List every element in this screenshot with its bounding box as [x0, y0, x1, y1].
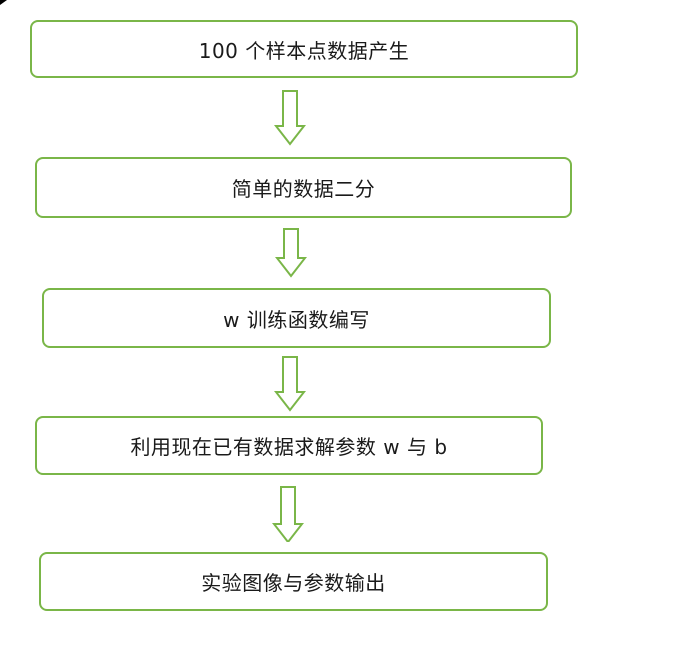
down-arrow-icon — [272, 486, 304, 542]
step-label: 100 个样本点数据产生 — [198, 38, 410, 63]
corner-mark — [0, 0, 7, 5]
step-label: 简单的数据二分 — [231, 177, 376, 201]
step-label: w 训练函数编写 — [223, 307, 370, 332]
down-arrow-icon — [274, 356, 306, 412]
flowchart-step-training-function: w 训练函数编写 — [42, 288, 551, 348]
flowchart-step-binary-split: 简单的数据二分 — [35, 157, 572, 218]
down-arrow-icon — [274, 90, 306, 146]
flowchart-step-generate-data: 100 个样本点数据产生 — [30, 20, 578, 78]
flowchart-step-solve-parameters: 利用现在已有数据求解参数 w 与 b — [35, 416, 543, 475]
step-label: 利用现在已有数据求解参数 w 与 b — [130, 435, 448, 459]
step-label: 实验图像与参数输出 — [201, 571, 386, 595]
flowchart-step-output-results: 实验图像与参数输出 — [39, 552, 548, 611]
down-arrow-icon — [275, 228, 307, 278]
